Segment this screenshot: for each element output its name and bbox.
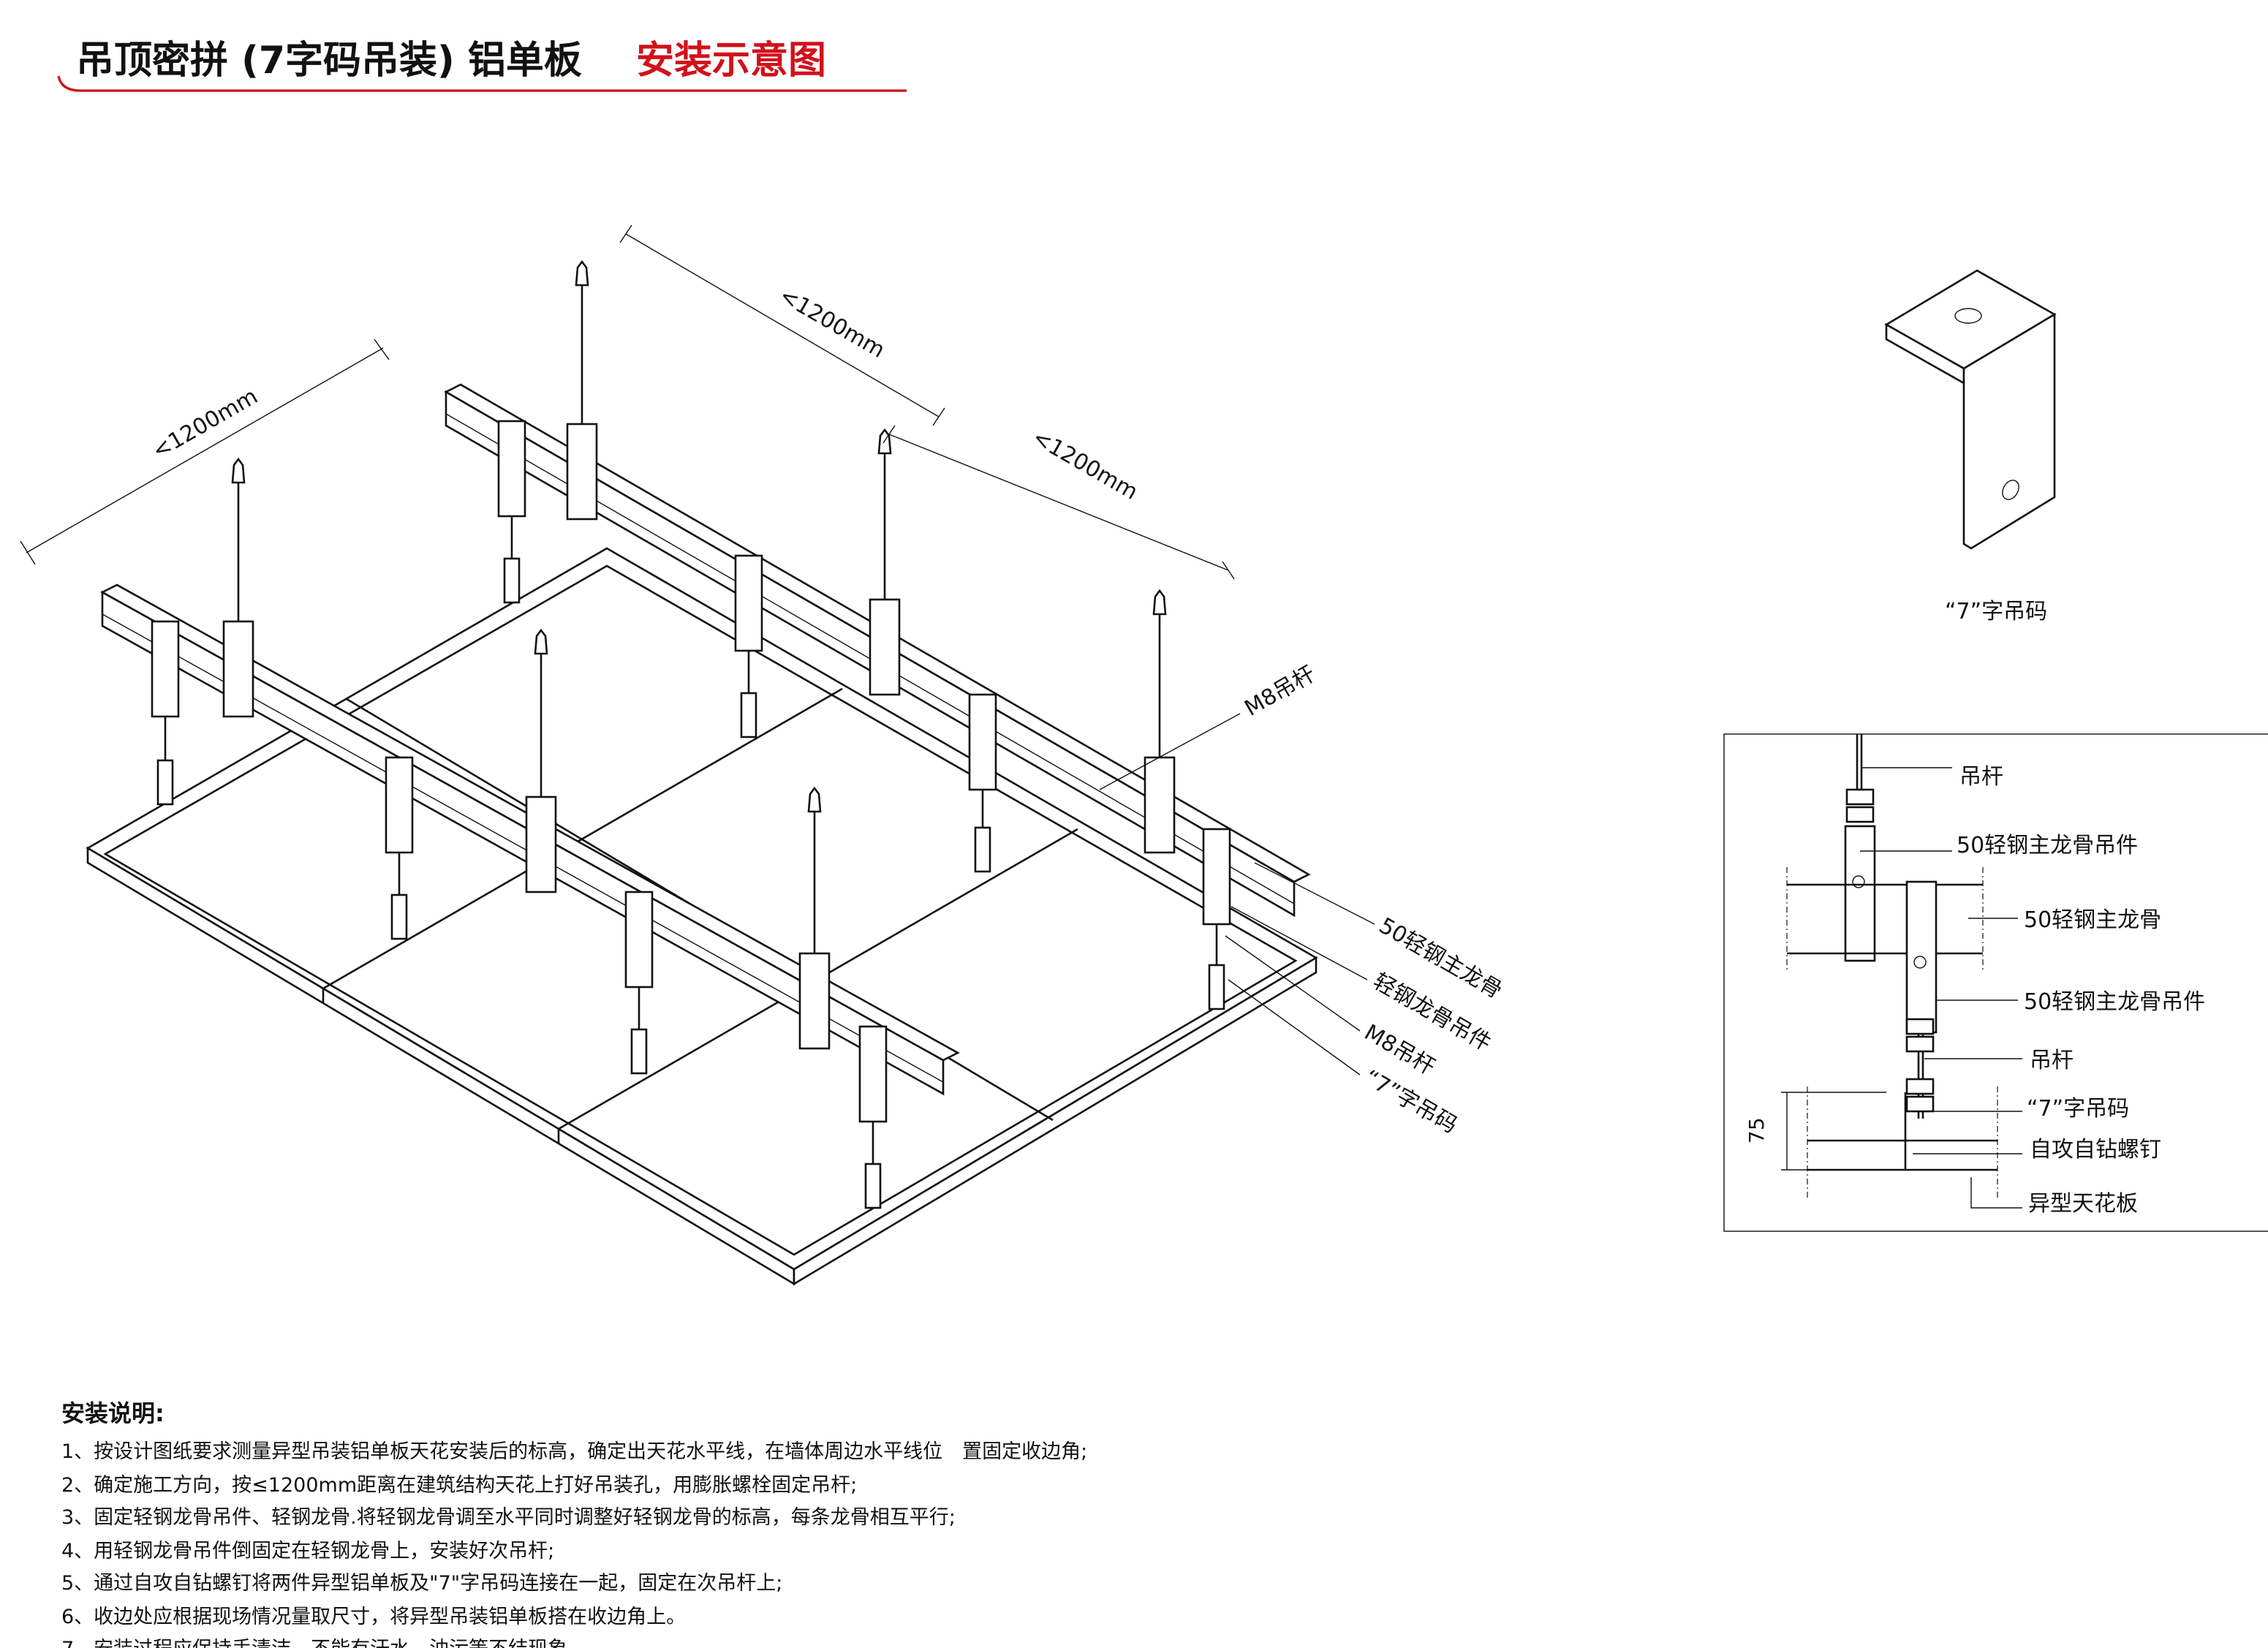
title-underline: [57, 75, 907, 92]
note-item: 5、通过自攻自钻螺钉将两件异型铝单板及"7"字吊码连接在一起，固定在次吊杆上;: [61, 1572, 782, 1595]
section-detail: 75 吊杆 50轻钢主龙骨吊件 50轻钢主龙骨 50轻钢主龙骨吊件 吊杆 “7”…: [1723, 733, 2268, 1232]
seven-clip-illustration: “7”字吊码: [1884, 269, 2057, 624]
hanger-rod: [566, 260, 598, 521]
notes-heading: 安装说明:: [61, 1399, 165, 1427]
detail-label-7-clip: “7”字吊码: [2027, 1096, 2129, 1122]
note-item: 1、按设计图纸要求测量异型吊装铝单板天花安装后的标高，确定出天花水平线，在墙体周…: [61, 1440, 1087, 1463]
dimension-left: <1200mm: [20, 339, 390, 565]
hanger-rod: [1144, 589, 1176, 854]
note-item: 6、收边处应根据现场情况量取尺寸，将异型吊装铝单板搭在收边角上。: [61, 1606, 686, 1628]
hanger-rod: [869, 428, 901, 696]
lower-hanger: [1202, 828, 1231, 1010]
detail-label-rod-bottom: 吊杆: [2030, 1048, 2074, 1073]
note-item: 3、固定轻钢龙骨吊件、轻钢龙骨.将轻钢龙骨调至水平同时调整好轻钢龙骨的标高，每条…: [61, 1506, 956, 1529]
lower-hanger: [151, 620, 180, 806]
note-item: 7、安装过程应保持手清洁，不能有汗水、油污等不结现象。: [61, 1638, 587, 1648]
label-m8-rod-top: M8吊杆: [1241, 661, 1320, 722]
lower-hanger: [624, 891, 654, 1075]
installation-notes: 安装说明: 1、按设计图纸要求测量异型吊装铝单板天花安装后的标高，确定出天花水平…: [61, 1399, 1087, 1648]
hanger-rods: [222, 260, 1176, 1050]
detail-label-main-runner: 50轻钢主龙骨: [2024, 907, 2161, 933]
lower-hanger: [968, 693, 997, 873]
dimension-top: <1200mm: [619, 224, 945, 426]
hanger-rod: [798, 786, 831, 1050]
lower-hanger: [734, 554, 763, 738]
detail-label-ceiling-panel: 异型天花板: [2028, 1191, 2138, 1217]
hanger-rod: [525, 628, 557, 893]
detail-dimension-75: 75: [1745, 1117, 1769, 1144]
title-main: 吊顶密拼 (7字码吊装) 铝单板: [76, 39, 582, 83]
label-7-clip: “7”字吊码: [1360, 1065, 1462, 1138]
title-block: 吊顶密拼 (7字码吊装) 铝单板 安装示意图: [57, 39, 907, 92]
detail-label-screw: 自攻自钻螺钉: [2030, 1137, 2161, 1163]
lower-hangers: [151, 420, 1231, 1209]
lower-hanger: [858, 1025, 888, 1209]
hanger-rod: [222, 457, 254, 718]
dimension-top-label: <1200mm: [775, 283, 889, 363]
detail-label-hanger-top: 50轻钢主龙骨吊件: [1957, 833, 2138, 858]
detail-label-hanger-bottom: 50轻钢主龙骨吊件: [2024, 989, 2205, 1015]
seven-clip-caption: “7”字吊码: [1945, 599, 2047, 624]
dimension-left-label: <1200mm: [148, 384, 262, 464]
note-item: 2、确定施工方向，按≤1200mm距离在建筑结构天花上打好吊装孔，用膨胀螺栓固定…: [61, 1474, 857, 1497]
lower-hanger: [385, 756, 414, 940]
lower-hanger: [497, 420, 526, 604]
title-accent: 安装示意图: [636, 39, 826, 83]
note-item: 4、用轻钢龙骨吊件倒固定在轻钢龙骨上，安装好次吊杆;: [61, 1540, 554, 1562]
dimension-right-label: <1200mm: [1028, 425, 1142, 505]
detail-label-rod-top: 吊杆: [1959, 764, 2003, 790]
dimension-right: <1200mm: [882, 425, 1235, 580]
